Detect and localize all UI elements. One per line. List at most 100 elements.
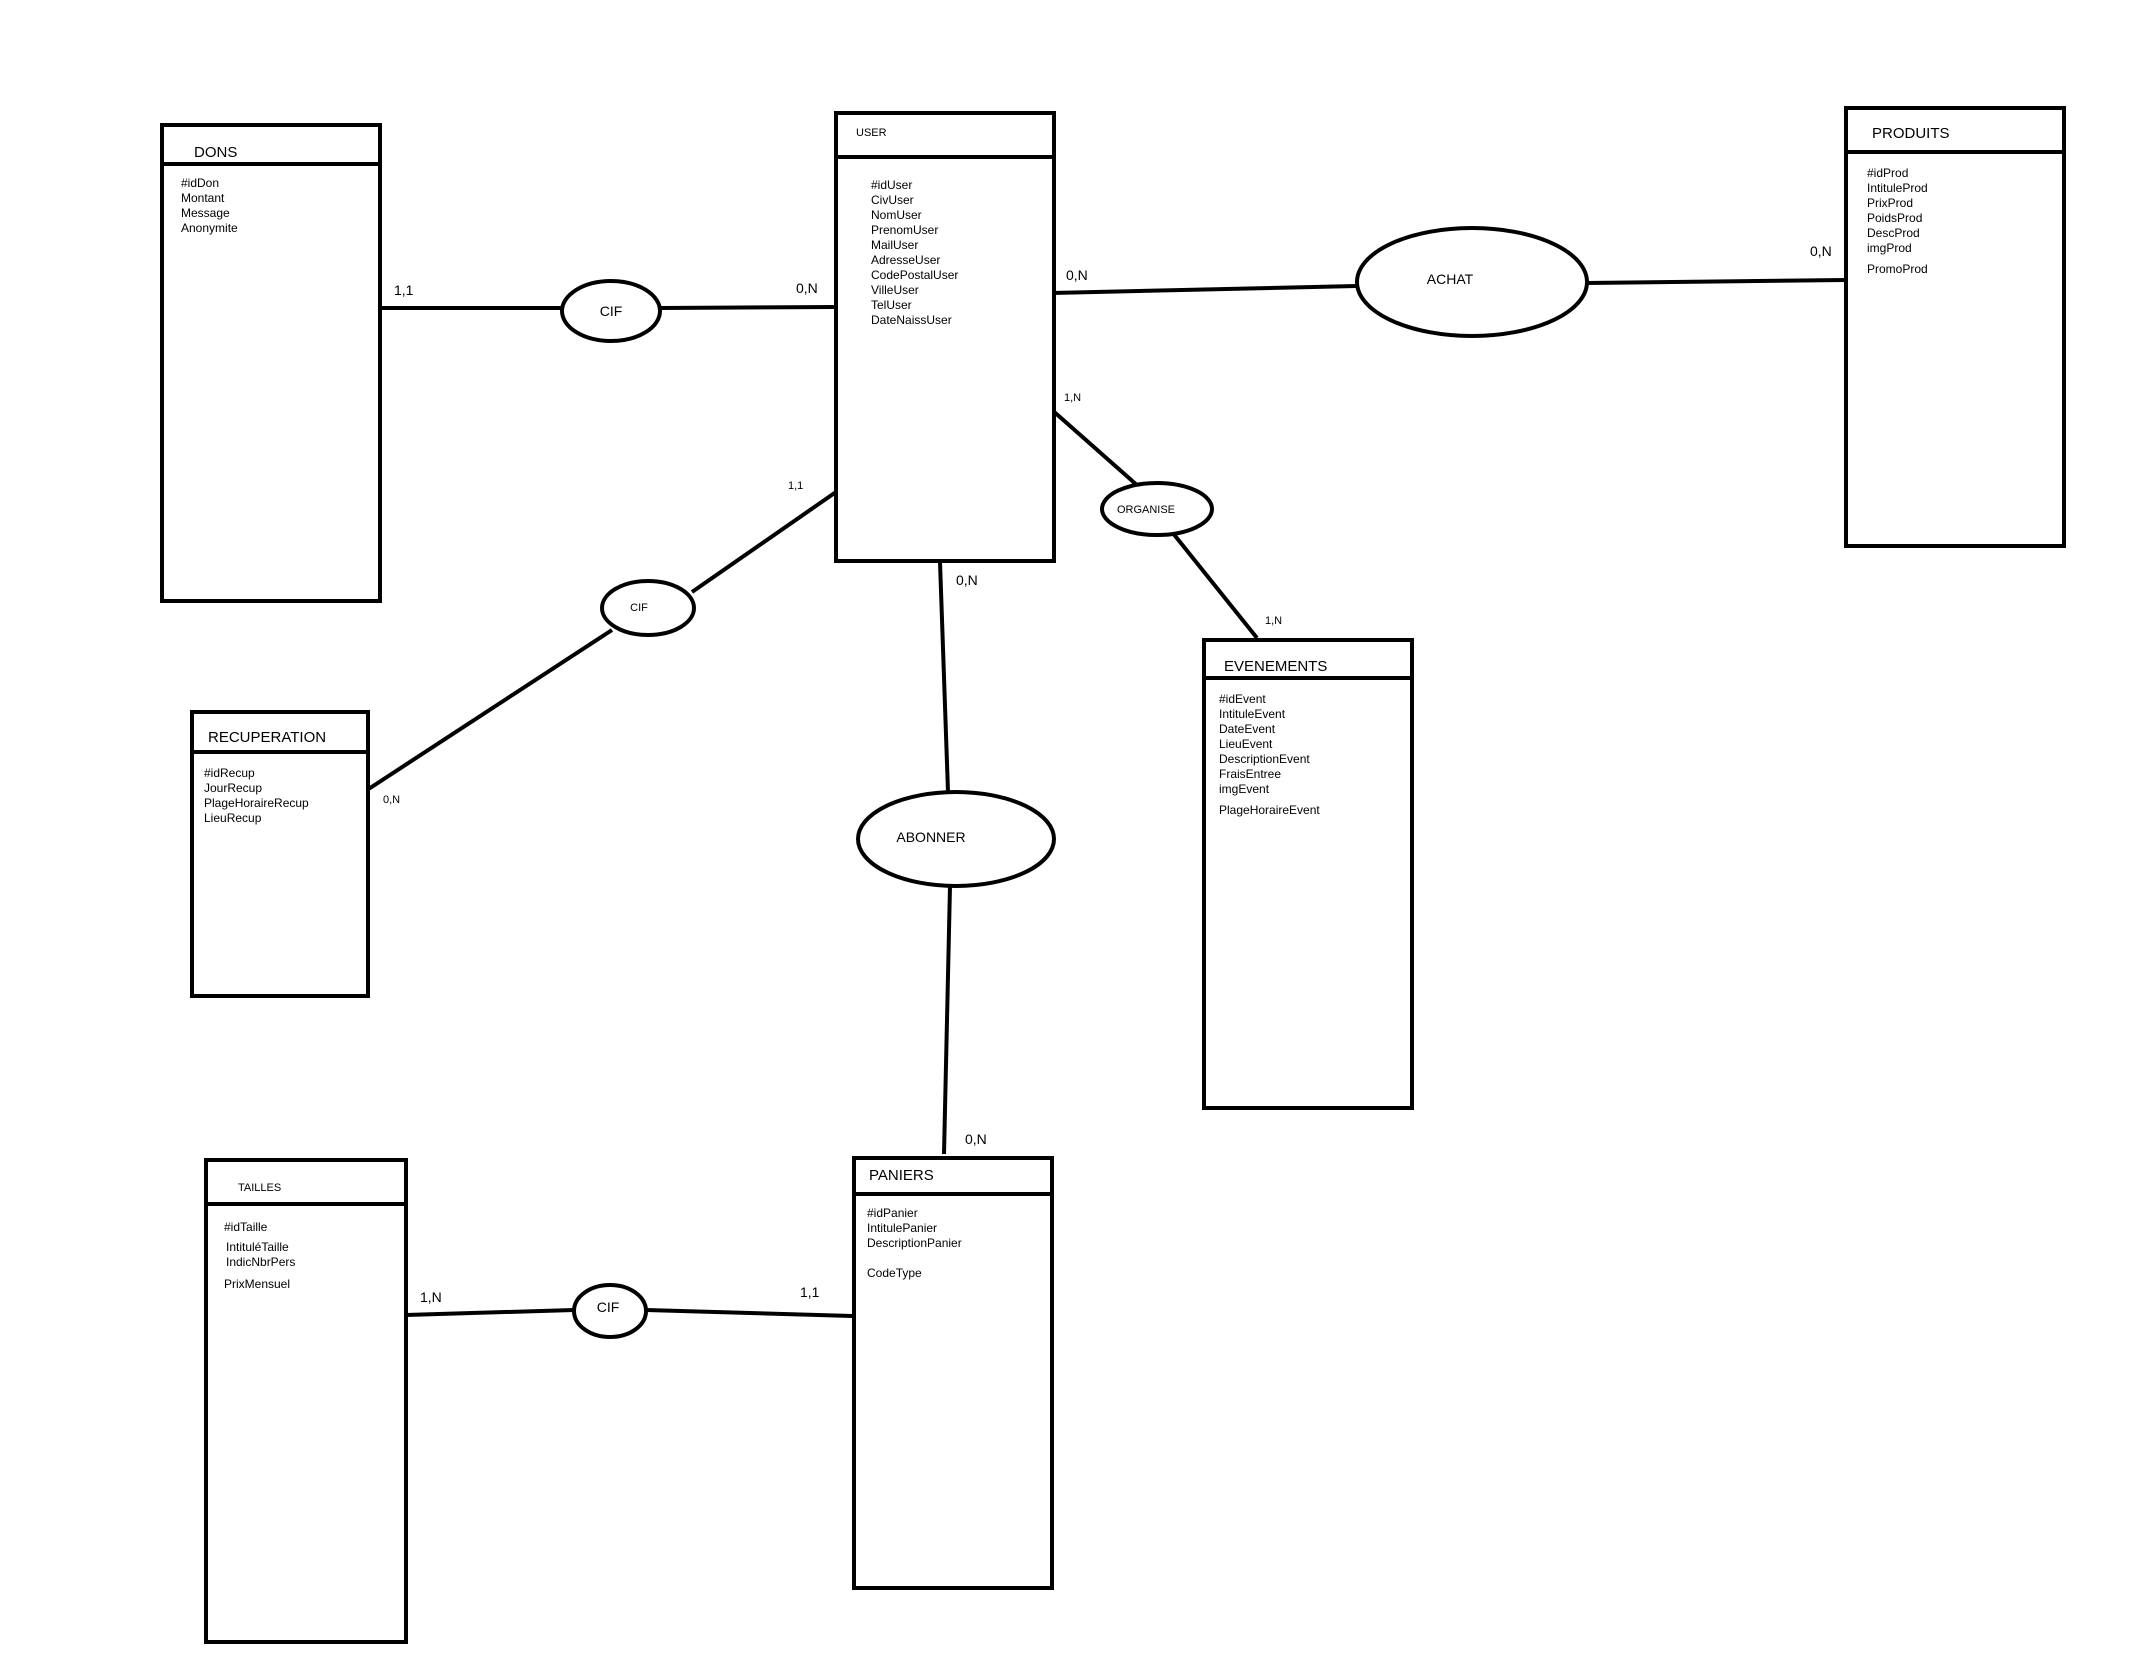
cardinality-label: 0,N (965, 1131, 987, 1147)
relation-organise: ORGANISE (1100, 481, 1214, 537)
cardinalities: 1,1 0,N 0,N 0,N 1,N 1,N 1,1 0,N 0,N 0,N … (383, 243, 1832, 1305)
entity-evenements-box (1202, 638, 1414, 1110)
entity-paniers-attr: CodeType (867, 1266, 922, 1280)
relation-label: ABONNER (896, 829, 965, 845)
entity-evenements-attr: DateEvent (1219, 722, 1276, 736)
entity-tailles-attr: IndicNbrPers (226, 1255, 295, 1269)
relation-ellipse (1100, 481, 1214, 537)
entity-recuperation-attr: PlageHoraireRecup (204, 796, 309, 810)
cardinality-label: 0,N (956, 572, 978, 588)
relation-abonner: ABONNER (856, 790, 1056, 888)
cardinality-label: 0,N (796, 280, 818, 296)
entity-dons-box (160, 123, 382, 603)
entity-paniers-attr: DescriptionPanier (867, 1236, 962, 1250)
entity-produits-attr: PrixProd (1867, 196, 1913, 210)
entity-paniers-title: PANIERS (869, 1167, 934, 1184)
line-user-cif-recup (690, 490, 838, 594)
entity-produits-attr: #idProd (1867, 166, 1908, 180)
entity-dons-title: DONS (194, 144, 237, 161)
relation-label: CIF (630, 602, 648, 614)
entity-produits-box (1844, 106, 2066, 548)
entity-produits-title: PRODUITS (1872, 125, 1950, 142)
entity-evenements-attr: FraisEntree (1219, 767, 1281, 781)
relation-label: CIF (597, 1299, 620, 1315)
relation-ellipse (856, 790, 1056, 888)
entity-recuperation-attr: LieuRecup (204, 811, 262, 825)
entity-tailles-attr: PrixMensuel (224, 1277, 290, 1291)
entity-produits-attr: PromoProd (1867, 262, 1928, 276)
connection-lines (365, 278, 1847, 1318)
cardinality-label: 1,1 (788, 480, 803, 492)
line-user-achat (1051, 284, 1357, 295)
relation-achat: ACHAT (1355, 226, 1589, 338)
line-tailles-cif (405, 1308, 575, 1317)
entity-dons-attr: Message (181, 206, 230, 220)
entity-evenements-attr: IntituleEvent (1219, 707, 1286, 721)
line-achat-produits (1585, 278, 1847, 285)
cardinality-label: 0,N (1810, 243, 1832, 259)
entity-produits: PRODUITS #idProd IntituleProd PrixProd P… (1844, 106, 2066, 548)
relation-label: CIF (600, 303, 623, 319)
entity-produits-attr: PoidsProd (1867, 211, 1922, 225)
cardinality-label: 1,1 (394, 282, 414, 298)
entity-user-attr: DateNaissUser (871, 313, 952, 327)
entity-tailles-attr: #idTaille (224, 1220, 268, 1234)
entity-paniers-attr: #idPanier (867, 1206, 918, 1220)
entity-evenements-attr: PlageHoraireEvent (1219, 803, 1320, 817)
entity-tailles-attr: IntituléTaille (226, 1240, 289, 1254)
relation-ellipse (1355, 226, 1589, 338)
line-user-abonner (938, 561, 950, 793)
entity-produits-attr: imgProd (1867, 241, 1912, 255)
entity-recuperation-attr: JourRecup (204, 781, 262, 795)
line-organise-evenements (1170, 530, 1259, 640)
relation-label: ORGANISE (1117, 504, 1175, 516)
cardinality-label: 0,N (383, 794, 400, 806)
entity-user-attr: VilleUser (871, 283, 919, 297)
entity-dons-attr: #idDon (181, 176, 219, 190)
entity-user-attr: TelUser (871, 298, 912, 312)
relation-ellipse (560, 279, 662, 343)
entity-user-attr: PrenomUser (871, 223, 938, 237)
line-cif-recuperation (365, 628, 614, 792)
entity-evenements-attr: DescriptionEvent (1219, 752, 1310, 766)
line-user-organise (1050, 408, 1140, 488)
entity-evenements: EVENEMENTS #idEvent IntituleEvent DateEv… (1202, 638, 1414, 1110)
entity-user-attr: CodePostalUser (871, 268, 958, 282)
line-cif-paniers (645, 1308, 853, 1318)
entity-evenements-attr: #idEvent (1219, 692, 1266, 706)
relation-cif-dons-user: CIF (560, 279, 662, 343)
relation-ellipse (572, 1283, 648, 1339)
relation-ellipse (600, 579, 696, 637)
entity-dons-attr: Anonymite (181, 221, 238, 235)
entity-user-attr: NomUser (871, 208, 922, 222)
entity-user-attr: AdresseUser (871, 253, 940, 267)
entity-evenements-title: EVENEMENTS (1224, 658, 1327, 675)
cardinality-label: 1,N (1064, 392, 1081, 404)
entity-paniers-box (852, 1156, 1054, 1590)
entity-dons: DONS #idDon Montant Message Anonymite (160, 123, 382, 603)
relation-cif-tailles-paniers: CIF (572, 1283, 648, 1339)
entity-user-attr: MailUser (871, 238, 918, 252)
entity-user-attr: CivUser (871, 193, 914, 207)
entity-produits-attr: IntituleProd (1867, 181, 1928, 195)
entity-tailles: TAILLES #idTaille IntituléTaille IndicNb… (204, 1158, 408, 1644)
line-cif-user (659, 305, 835, 310)
entity-recuperation: RECUPERATION #idRecup JourRecup PlageHor… (190, 710, 370, 998)
entity-user-title: USER (856, 127, 887, 139)
cardinality-label: 1,N (1265, 615, 1282, 627)
cardinality-label: 0,N (1066, 267, 1088, 283)
entity-recuperation-title: RECUPERATION (208, 729, 326, 746)
entity-paniers-attr: IntitulePanier (867, 1221, 937, 1235)
entity-tailles-box (204, 1158, 408, 1644)
entity-recuperation-attr: #idRecup (204, 766, 255, 780)
cardinality-label: 1,N (420, 1289, 442, 1305)
entity-paniers: PANIERS #idPanier IntitulePanier Descrip… (852, 1156, 1054, 1590)
entity-user-attr: #idUser (871, 178, 912, 192)
entity-tailles-title: TAILLES (238, 1182, 281, 1194)
entity-user: USER #idUser CivUser NomUser PrenomUser … (834, 111, 1056, 563)
cardinality-label: 1,1 (800, 1284, 820, 1300)
entity-user-box (834, 111, 1056, 563)
entity-recuperation-box (190, 710, 370, 998)
entity-evenements-attr: imgEvent (1219, 782, 1270, 796)
